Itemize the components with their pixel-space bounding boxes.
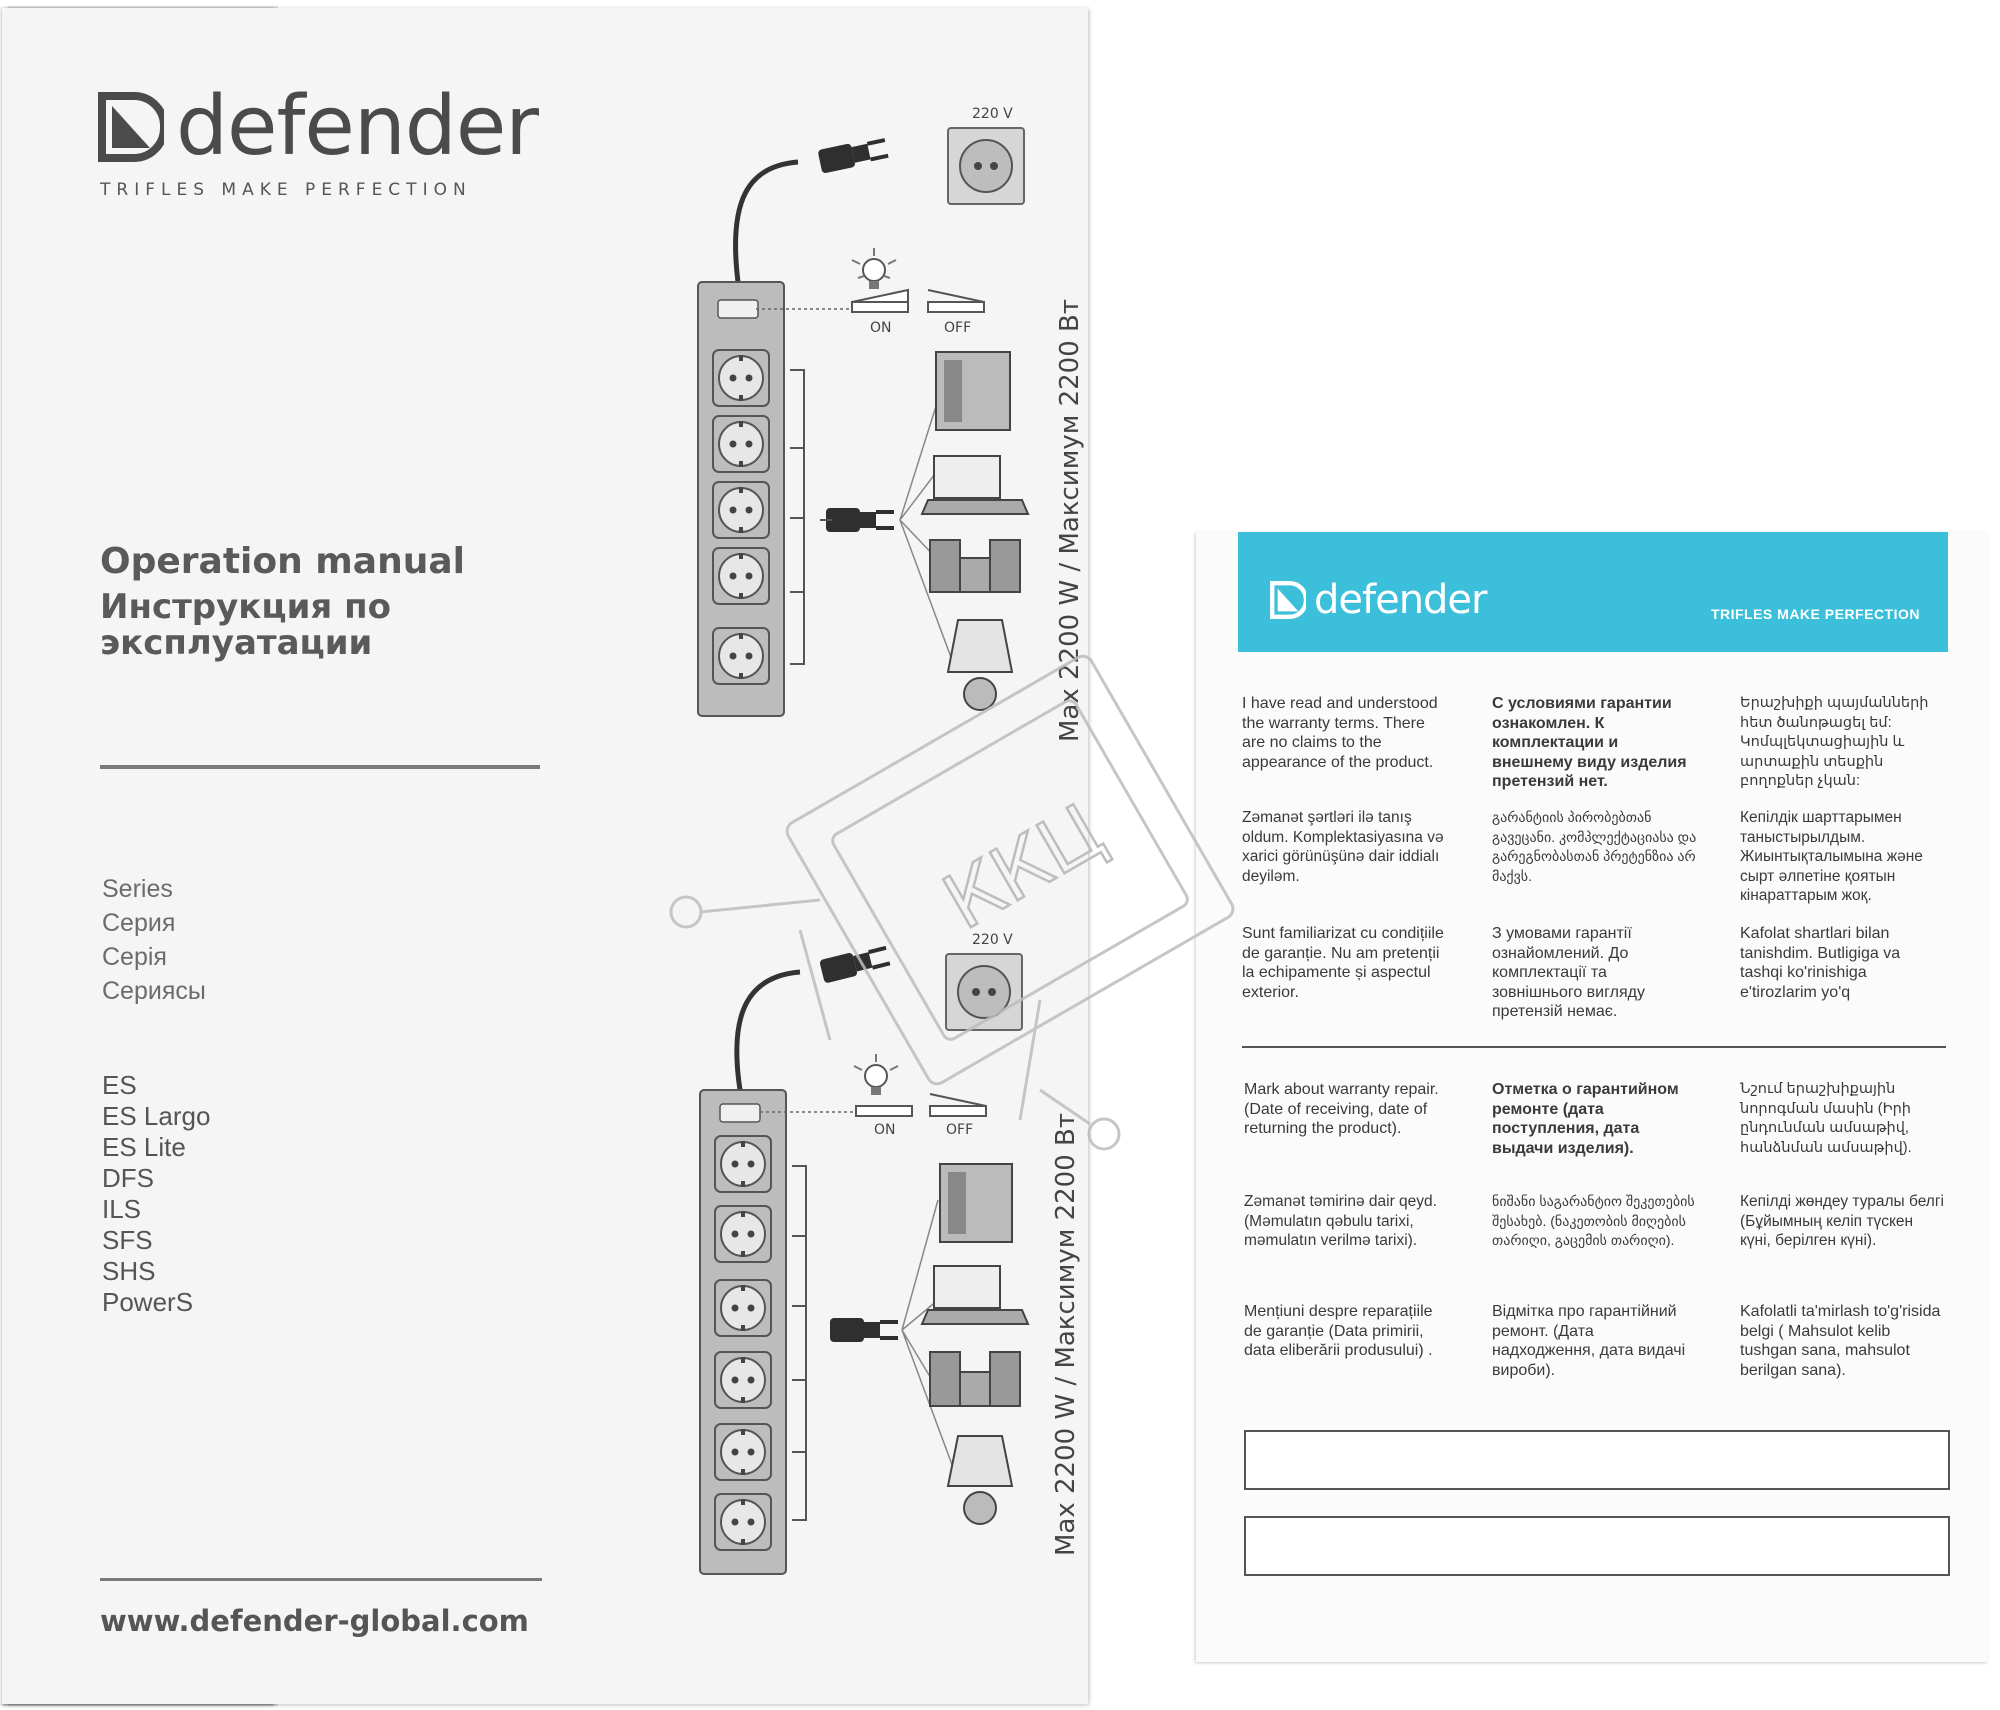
series-label: Series — [102, 875, 173, 903]
manual-logo: defender — [98, 79, 539, 174]
max-power-label: Max 2200 W / Максимум 2200 Вт — [1055, 299, 1085, 742]
voltage-label: 220 V — [972, 932, 1013, 948]
series-labels: Series Серия Серія Сериясы — [102, 872, 206, 1008]
manual-tagline: TRIFLES MAKE PERFECTION — [100, 180, 472, 200]
repair-entry-box-2[interactable] — [1244, 1516, 1950, 1576]
card-text-hy-4: Նշում երաշխիքային նորոգման մասին (Իրի ըն… — [1740, 1081, 1912, 1156]
card-text-en-2: Zəmanət şərtləri ilə tanış oldum. Komple… — [1242, 809, 1444, 885]
card-text-en-3: Sunt familiarizat cu condițiile de garan… — [1242, 925, 1444, 1001]
card-text-en-6: Mențiuni despre reparațiile de garanție … — [1244, 1303, 1433, 1359]
model-list: ES ES Largo ES Lite DFS ILS SFS SHS Powe… — [102, 1070, 210, 1318]
card-text-en-5: Zəmanət təmirinə dair qeyd. (Məmulatın q… — [1244, 1193, 1437, 1249]
model-item: DFS — [102, 1163, 154, 1193]
card-text-hy-5: Кепілді жөндеу туралы белгі (Бұйымның ке… — [1740, 1193, 1944, 1249]
series-label: Серія — [102, 943, 167, 971]
defender-logo-icon — [1270, 581, 1306, 619]
voltage-label: 220 V — [972, 106, 1013, 122]
manual-brand: defender — [176, 79, 539, 174]
defender-logo-icon — [98, 92, 164, 162]
card-brand: defender — [1314, 577, 1487, 623]
card-text-ru-1: С условиями гарантии ознакомлен. К компл… — [1492, 695, 1687, 790]
card-text-ru-6: Відмітка про гарантійний ремонт. (Дата н… — [1492, 1303, 1686, 1379]
max-power-label: Max 2200 W / Максимум 2200 Вт — [1051, 1113, 1081, 1556]
card-header: defender TRIFLES MAKE PERFECTION — [1238, 532, 1948, 652]
card-text-ru-5: ნიშანი საგარანტიო შეკეთების შესახებ. (ნა… — [1492, 1193, 1695, 1248]
connection-diagrams: 220 V ON OFF — [697, 106, 1085, 1575]
model-item: ES — [102, 1070, 137, 1100]
repair-entry-box-1[interactable] — [1244, 1430, 1950, 1490]
model-item: ILS — [102, 1194, 142, 1224]
model-item: ES Lite — [102, 1132, 186, 1162]
upper-diagram: 220 V ON OFF — [697, 106, 1085, 742]
card-text-en-4: Mark about warranty repair. (Date of rec… — [1244, 1081, 1439, 1137]
footer-divider — [100, 1578, 542, 1581]
card-divider — [1242, 1046, 1946, 1048]
on-label: ON — [874, 1122, 896, 1138]
model-item: SHS — [102, 1256, 156, 1286]
cover-divider — [100, 765, 540, 769]
card-text-hy-1: Երաշխիքի պայմանների հետ ծանոթացել եմ: Կո… — [1740, 695, 1929, 789]
card-text-ru-3: З умовами гарантії ознайомлений. До комп… — [1492, 925, 1645, 1020]
card-text-ru-4: Отметка о гарантийном ремонте (дата пост… — [1492, 1081, 1679, 1157]
series-label: Серия — [102, 909, 176, 937]
lower-diagram: 220 V ON OFF Max 2200 W / Максиму — [699, 932, 1081, 1575]
model-item: PowerS — [102, 1287, 194, 1317]
manual-title-en: Operation manual — [100, 541, 465, 582]
on-label: ON — [870, 320, 892, 336]
model-item: ES Largo — [102, 1101, 211, 1131]
card-text-en-1: I have read and understood the warranty … — [1242, 695, 1438, 771]
manual-website: www.defender-global.com — [100, 1604, 529, 1638]
card-text-hy-3: Kafolat shartlari bilan tanishdim. Butli… — [1740, 925, 1901, 1001]
card-text-ru-2: გარანტიის პირობებთან გავეცანი. კომპლექტა… — [1492, 809, 1697, 884]
off-label: OFF — [946, 1122, 973, 1138]
manual-title-ru: Инструкция по эксплуатации — [100, 587, 391, 663]
card-text-hy-2: Кепілдік шарттарымен таныстырылдым. Жиын… — [1740, 809, 1923, 904]
card-logo: defender — [1270, 580, 1487, 620]
warranty-card: defender TRIFLES MAKE PERFECTION I have … — [1196, 532, 1988, 1662]
off-label: OFF — [944, 320, 971, 336]
model-item: SFS — [102, 1225, 153, 1255]
card-text-hy-6: Kafolatli ta'mirlash to'g'risida belgi (… — [1740, 1303, 1941, 1379]
series-label: Сериясы — [102, 977, 206, 1005]
card-tagline: TRIFLES MAKE PERFECTION — [1710, 606, 1920, 622]
